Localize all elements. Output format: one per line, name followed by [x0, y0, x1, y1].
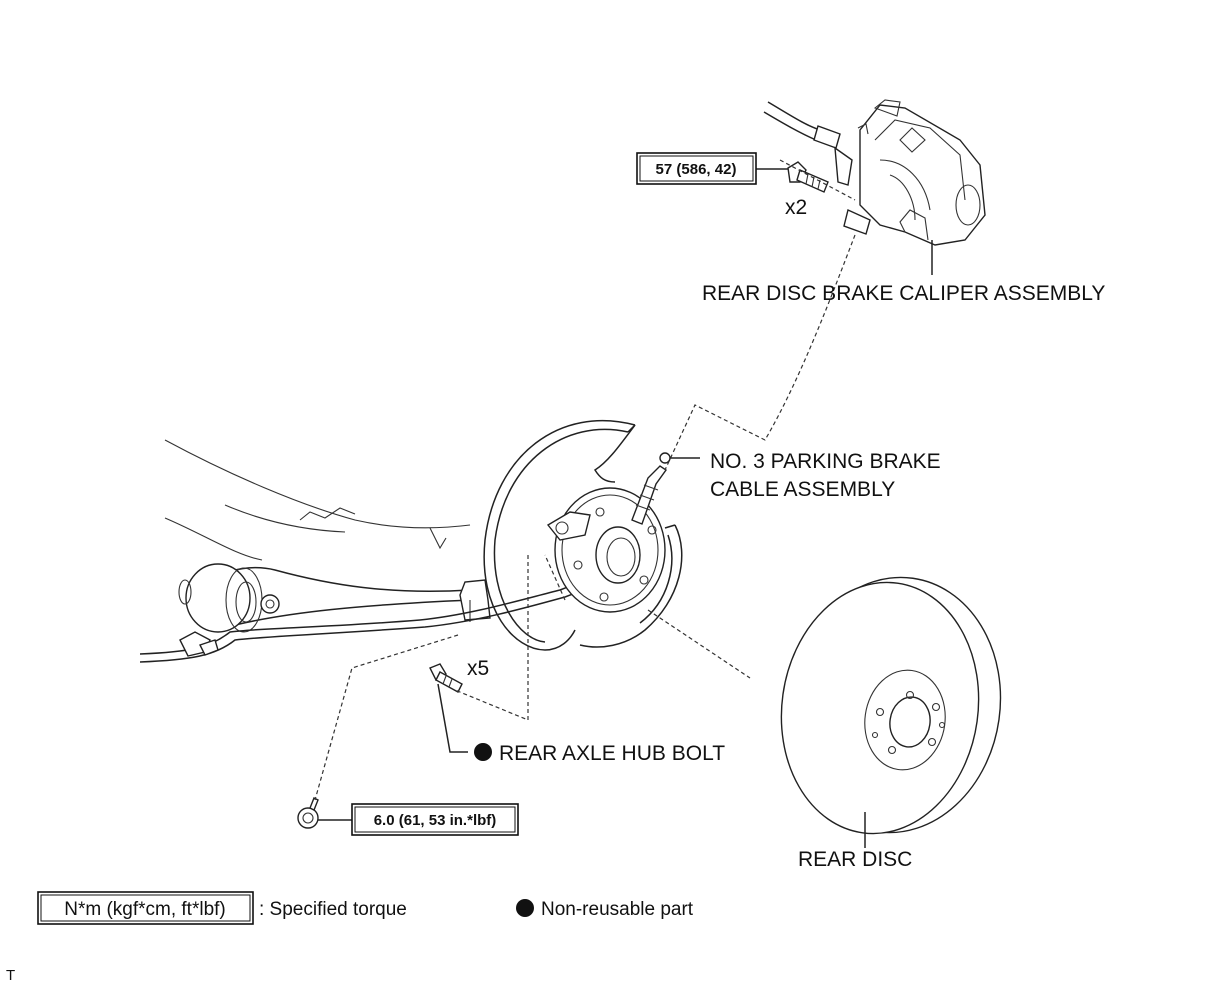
- backing-plate: [483, 419, 683, 651]
- legend-nonreusable-desc: Non-reusable part: [541, 899, 694, 920]
- caliper-bolt-qty: x2: [785, 196, 807, 219]
- legend-torque-desc: : Specified torque: [259, 899, 407, 920]
- caliper-label: REAR DISC BRAKE CALIPER ASSEMBLY: [702, 282, 1105, 305]
- rear-axle-beam: [164, 439, 491, 633]
- rear-disc-rotor: [780, 576, 1002, 835]
- leader-lines: [670, 457, 866, 848]
- parking-cable-label-line1: NO. 3 PARKING BRAKE: [710, 450, 941, 473]
- caliper-mounting-bolt: [756, 161, 829, 193]
- torque-cable-value: 6.0 (61, 53 in.*lbf): [374, 812, 497, 829]
- legend: N*m (kgf*cm, ft*lbf) : Specified torque …: [37, 891, 694, 925]
- parking-cable-end: [631, 452, 671, 525]
- cable-bracket-bolt: [297, 797, 352, 829]
- legend-nonreusable-icon: [516, 899, 534, 917]
- torque-caliper-value: 57 (586, 42): [656, 161, 737, 178]
- hub-bolt-qty: x5: [467, 657, 489, 680]
- rear-disc-label: REAR DISC: [798, 848, 912, 871]
- rear-axle-hub-bolt: [429, 663, 468, 753]
- torque-box-cable: 6.0 (61, 53 in.*lbf): [351, 803, 519, 836]
- alignment-guides: [314, 159, 856, 801]
- hub-bolt-label: REAR AXLE HUB BOLT: [499, 742, 725, 765]
- parking-cable-label-line2: CABLE ASSEMBLY: [710, 478, 895, 501]
- nonreusable-dot-icon: [474, 743, 492, 761]
- legend-torque-box-text: N*m (kgf*cm, ft*lbf): [64, 899, 226, 920]
- torque-box-caliper: 57 (586, 42): [636, 152, 757, 185]
- footer-mark: T: [6, 967, 15, 984]
- brake-caliper: [763, 99, 986, 275]
